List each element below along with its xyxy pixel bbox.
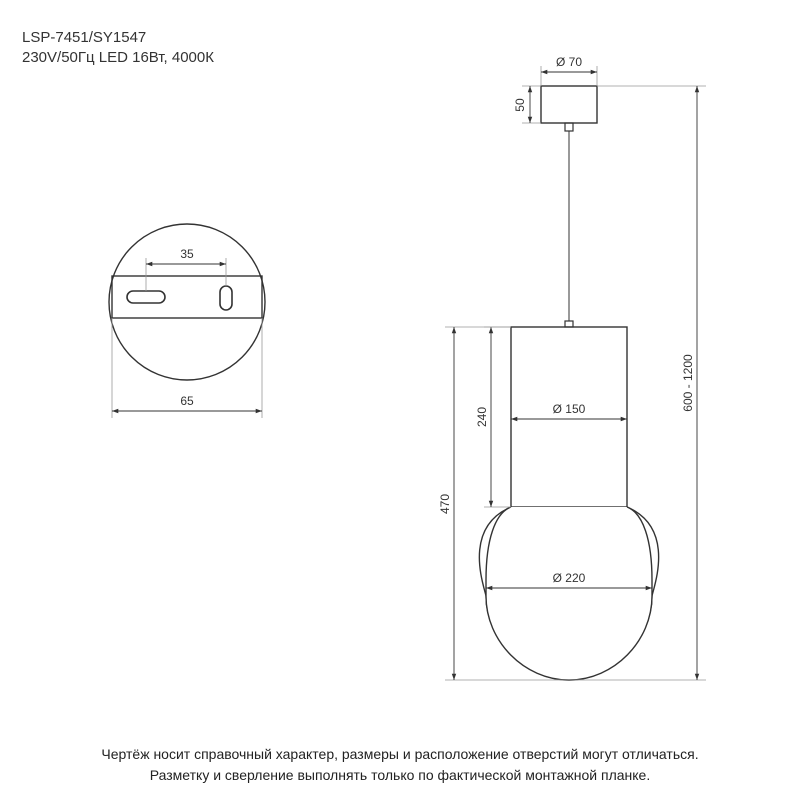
- mount-bar: [111, 275, 263, 319]
- canopy-diameter-label: Ø 70: [556, 55, 582, 69]
- ceiling-cup-outline: [108, 223, 266, 381]
- disclaimer-line-2: Разметку и сверление выполнять только по…: [149, 767, 651, 783]
- total-height-label: 600 - 1200: [681, 354, 695, 412]
- canopy: [540, 85, 598, 124]
- slot-spacing-label: 35: [180, 247, 194, 261]
- shade-diameter-label: Ø 150: [553, 402, 586, 416]
- shade-height-label: 240: [475, 407, 489, 427]
- globe-outline: [485, 506, 653, 681]
- disclaimer-footer: Чертёж носит справочный характер, размер…: [0, 744, 800, 786]
- spec-header: LSP-7451/SY1547 230V/50Гц LED 16Вт, 4000…: [22, 28, 214, 68]
- globe-diameter-label: Ø 220: [553, 571, 586, 585]
- plate-width-label: 65: [180, 394, 194, 408]
- pendant-lamp: Ø 70 50 240 Ø 150 Ø 220 470 600 - 1200: [438, 55, 706, 681]
- cylinder-shade: [510, 326, 628, 508]
- mount-slot-vertical: [219, 285, 233, 311]
- model-number: LSP-7451/SY1547: [22, 29, 147, 46]
- mount-plate-detail: 35 65: [108, 223, 266, 418]
- disclaimer-line-1: Чертёж носит справочный характер, размер…: [101, 746, 699, 762]
- canopy-height-label: 50: [513, 98, 527, 112]
- electrical-spec: 230V/50Гц LED 16Вт, 4000К: [22, 49, 214, 66]
- body-height-label: 470: [438, 494, 452, 514]
- canopy-cable-grip: [564, 122, 574, 132]
- shade-cable-grip: [564, 320, 574, 328]
- mount-slot-horizontal: [126, 290, 166, 304]
